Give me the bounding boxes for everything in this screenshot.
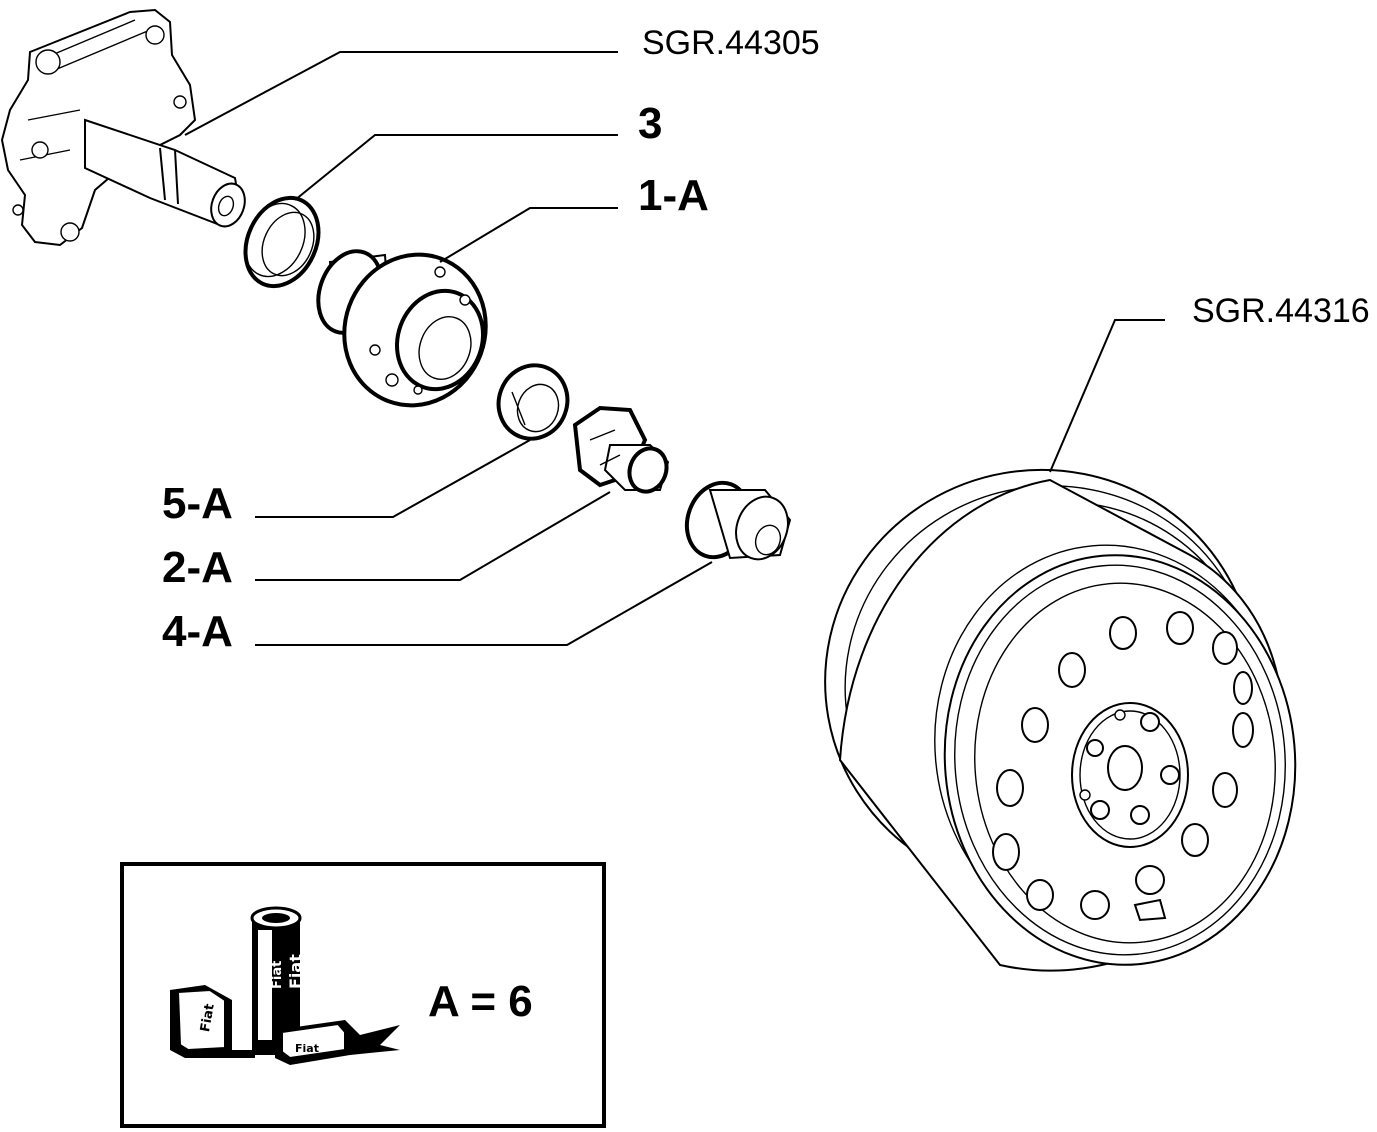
label-part-4a: 4-A	[162, 607, 233, 656]
leader-lines	[184, 51, 1165, 646]
legend-equation: A = 6	[428, 977, 533, 1026]
label-part-3: 3	[638, 99, 662, 148]
seal-ring-3	[243, 195, 321, 289]
legend-box: Fiat Fiat Fiat Fiat A = 6	[120, 862, 606, 1128]
tube-text-1: Fiat	[270, 961, 285, 989]
grease-tube-icon: Fiat Fiat Fiat Fiat	[170, 906, 400, 1065]
wheel-hub-1a	[316, 249, 488, 408]
dust-cap-4a	[684, 480, 792, 561]
box-text-2: Fiat	[295, 1042, 319, 1055]
hub-nut-2a	[572, 405, 670, 494]
wheel-vent-holes	[992, 611, 1254, 920]
tube-text-2: Fiat	[286, 954, 305, 989]
wheel-icon	[824, 468, 1297, 972]
box-text-1: Fiat	[198, 1003, 218, 1034]
label-part-1a: 1-A	[638, 171, 709, 220]
bearing-cone-5a	[496, 363, 570, 441]
label-part-2a: 2-A	[162, 543, 233, 592]
spindle-icon	[0, 8, 246, 247]
label-part-5a: 5-A	[162, 479, 233, 528]
label-sgr-44305: SGR.44305	[642, 24, 820, 62]
label-sgr-44316: SGR.44316	[1192, 292, 1370, 330]
